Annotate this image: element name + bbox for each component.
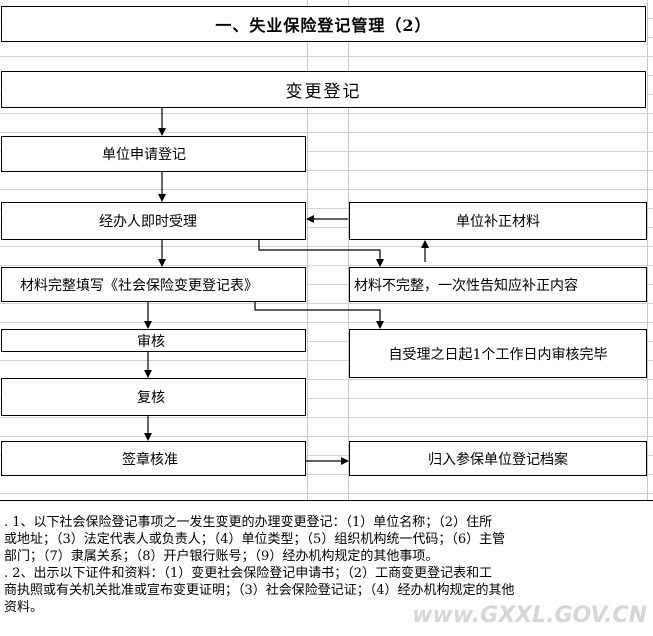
node-incomplete: 材料不完整，一次性告知应补正内容 <box>349 267 647 302</box>
node-deadline-label: 自受理之日起1个工作日内审核完毕 <box>388 346 608 363</box>
grid-column-line <box>348 0 349 636</box>
notes-line: 或地址；（3）法定代表人或负责人；（4）单位类型；（5）组织机构统一代码；（6）… <box>4 532 506 547</box>
node-apply: 单位申请登记 <box>1 136 306 172</box>
node-apply-label: 单位申请登记 <box>102 147 186 163</box>
node-accept-label: 经办人即时受理 <box>99 214 197 230</box>
node-review-label: 审核 <box>137 333 165 350</box>
node-archive: 归入参保单位登记档案 <box>349 441 647 476</box>
node-fill-form-label: 材料完整填写《社会保险变更登记表》 <box>20 277 258 294</box>
arrow-fill-to-deadline <box>254 302 384 329</box>
node-approve-label: 签章核准 <box>122 451 178 468</box>
page-title: 一、失业保险登记管理（2） <box>1 6 646 42</box>
node-approve: 签章核准 <box>1 441 306 476</box>
notes-line: . 1、以下社会保险登记事项之一发生变更的办理变更登记：（1）单位名称；（2）住… <box>4 515 493 530</box>
section-title-text: 变更登记 <box>285 82 362 102</box>
node-incomplete-label: 材料不完整，一次性告知应补正内容 <box>354 277 578 294</box>
node-accept: 经办人即时受理 <box>1 202 306 240</box>
section-title: 变更登记 <box>1 71 646 108</box>
grid-column-line <box>307 0 308 636</box>
node-review: 审核 <box>1 329 306 352</box>
node-recheck: 复核 <box>1 378 306 416</box>
node-fill-form: 材料完整填写《社会保险变更登记表》 <box>1 267 306 302</box>
notes-line: 资料。 <box>4 600 44 615</box>
page-title-text: 一、失业保险登记管理（2） <box>215 16 432 35</box>
notes-line: 商执照或有关机关批准或宣布变更证明；（3）社会保险登记证；（4）经办机构规定的其… <box>4 583 515 598</box>
node-recheck-label: 复核 <box>137 390 165 406</box>
watermark: www.GXXL.GOV.CN <box>412 603 647 628</box>
node-deadline: 自受理之日起1个工作日内审核完毕 <box>349 329 647 378</box>
node-archive-label: 归入参保单位登记档案 <box>428 451 568 468</box>
notes-line: . 2、出示以下证件和资料：（1）变更社会保险登记申请书；（2）工商变更登记表和… <box>4 566 493 581</box>
node-supplement: 单位补正材料 <box>349 202 647 240</box>
notes-line: 部门；（7）隶属关系；（8）开户银行账号；（9）经办机构规定的其他事项。 <box>4 549 439 564</box>
arrow-accept-to-incomplete <box>258 240 384 267</box>
grid-column-line <box>647 0 648 636</box>
notes-section: . 1、以下社会保险登记事项之一发生变更的办理变更登记：（1）单位名称；（2）住… <box>0 500 653 636</box>
node-supplement-label: 单位补正材料 <box>456 214 540 230</box>
